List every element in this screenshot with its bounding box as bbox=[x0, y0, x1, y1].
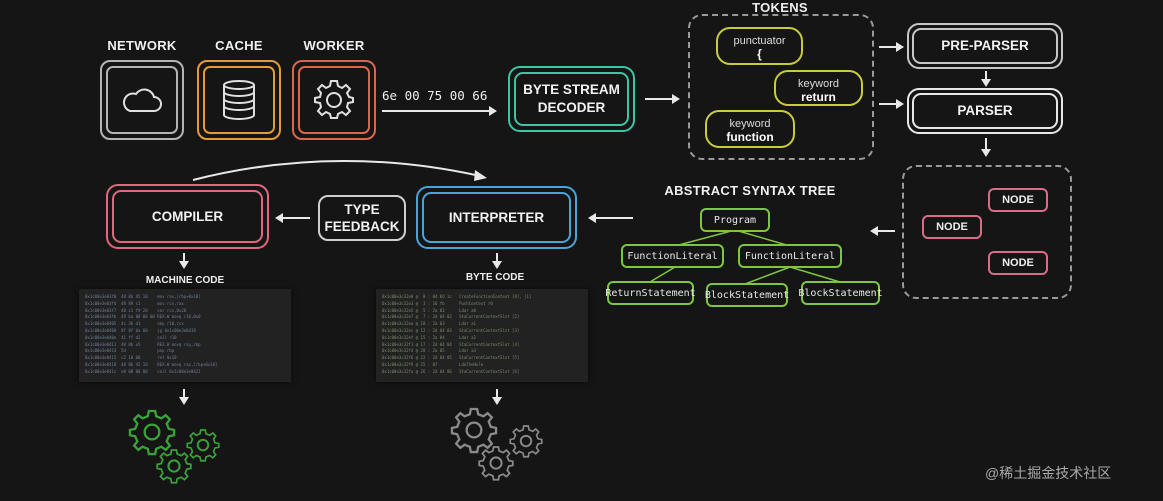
database-icon bbox=[223, 80, 255, 120]
token-kind: keyword bbox=[729, 118, 771, 130]
worker-box bbox=[292, 60, 376, 140]
machine-code-label: MACHINE CODE bbox=[145, 275, 225, 286]
worker-label: WORKER bbox=[303, 38, 365, 53]
ast-node-return-statement: ReturnStatement bbox=[605, 281, 696, 305]
parser: PARSER bbox=[907, 88, 1063, 134]
token-value: function bbox=[726, 130, 774, 144]
nodes-container bbox=[902, 165, 1072, 299]
compiler-label: COMPILER bbox=[112, 190, 263, 243]
interpreter-label: INTERPRETER bbox=[422, 192, 571, 243]
arrow-machine-code-down bbox=[179, 389, 189, 405]
gear-icon bbox=[314, 80, 354, 119]
interpreter: INTERPRETER bbox=[416, 186, 577, 249]
byte-code-panel: 0x1c00e3c32e0 @ 0 : 04 0d 1c CreateFunct… bbox=[376, 289, 588, 382]
tokens-container bbox=[688, 14, 874, 160]
token-kind: keyword bbox=[798, 78, 839, 90]
byte-stream-decoder: BYTE STREAM DECODER bbox=[508, 66, 635, 132]
token-value: { bbox=[757, 47, 762, 61]
arrow-compiler-down bbox=[179, 253, 189, 269]
arrow-to-tokens bbox=[645, 94, 680, 104]
cache-box bbox=[197, 60, 281, 140]
ast-node-function-literal: FunctionLiteral bbox=[621, 244, 724, 268]
type-feedback: TYPE FEEDBACK bbox=[318, 195, 406, 241]
arrow-nodes-to-ast bbox=[870, 226, 895, 236]
ast-node-program: Program bbox=[700, 208, 770, 232]
token-keyword-return: keyword return bbox=[774, 70, 863, 106]
node-box: NODE bbox=[922, 215, 982, 239]
arrow-interpreter-down bbox=[492, 253, 502, 269]
ast-node-function-literal: FunctionLiteral bbox=[738, 244, 842, 268]
pre-parser: PRE-PARSER bbox=[907, 23, 1063, 69]
machine-code-panel: 0x1c00e3e03f0 48 8b 45 10 mov rax,[rbp+0… bbox=[79, 289, 291, 382]
arrow-to-preparser bbox=[879, 42, 904, 52]
network-label: NETWORK bbox=[107, 38, 177, 53]
token-punctuator: punctuator { bbox=[716, 27, 803, 65]
cloud-icon bbox=[123, 88, 162, 112]
arrow-parser-to-nodes bbox=[981, 138, 991, 157]
compiler: COMPILER bbox=[106, 184, 269, 249]
ast-title: ABSTRACT SYNTAX TREE bbox=[664, 183, 836, 198]
node-box: NODE bbox=[988, 251, 1048, 275]
arrow-ast-to-interpreter bbox=[588, 213, 633, 223]
arrow-to-decoder bbox=[382, 106, 497, 116]
arrow-to-parser bbox=[879, 99, 904, 109]
ast-node-block-statement: BlockStatement bbox=[705, 283, 789, 307]
token-kind: punctuator bbox=[733, 35, 786, 47]
pre-parser-label: PRE-PARSER bbox=[912, 28, 1058, 64]
ast-edges bbox=[649, 229, 841, 285]
curved-arrow-deopt bbox=[192, 159, 487, 181]
network-box bbox=[100, 60, 184, 140]
parser-label: PARSER bbox=[912, 93, 1058, 129]
grey-gears-icon bbox=[450, 407, 543, 481]
arrow-to-compiler bbox=[275, 213, 310, 223]
byte-code-label: BYTE CODE bbox=[465, 272, 525, 283]
ast-node-block-statement: BlockStatement bbox=[798, 281, 883, 305]
tokens-title: TOKENS bbox=[752, 0, 808, 15]
token-keyword-function: keyword function bbox=[705, 110, 795, 148]
arrow-preparser-to-parser bbox=[981, 71, 991, 87]
node-box: NODE bbox=[988, 188, 1048, 212]
arrow-byte-code-down bbox=[492, 389, 502, 405]
watermark: @稀土掘金技术社区 bbox=[985, 465, 1112, 481]
token-value: return bbox=[801, 90, 836, 104]
cache-label: CACHE bbox=[215, 38, 263, 53]
decoder-label: BYTE STREAM DECODER bbox=[514, 72, 629, 126]
green-gears-icon bbox=[128, 409, 220, 484]
hex-bytes: 6e 00 75 00 66 bbox=[382, 88, 488, 103]
